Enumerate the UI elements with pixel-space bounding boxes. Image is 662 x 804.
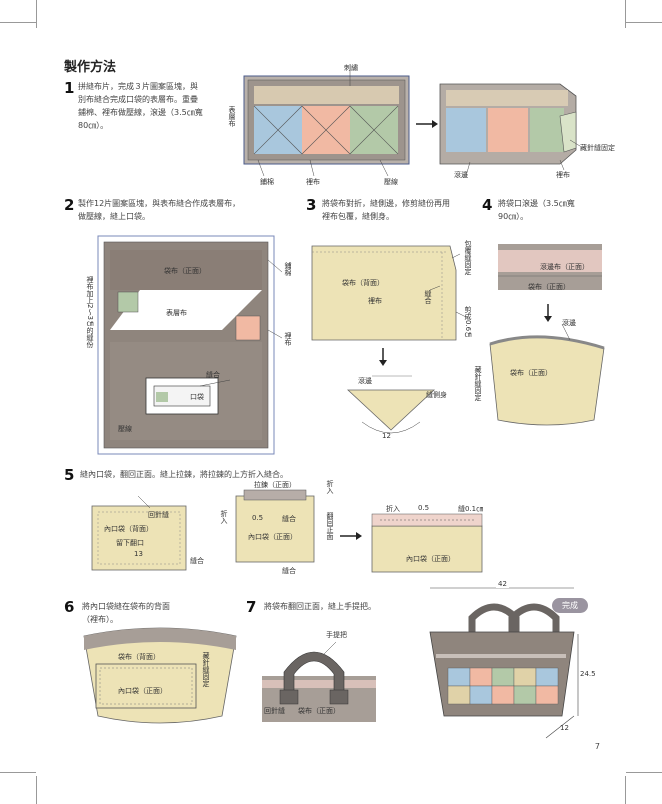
step-6-text: 將內口袋縫在袋布的背面 （裡布）。 [82, 600, 222, 626]
step-1-line-3: 鋪棉、裡布做壓線，滾邊（3.5㎝寬 [78, 108, 203, 117]
step-1-label-outer: 表層布 [228, 106, 236, 127]
step-1-text: 拼縫布片，完成３片圖案區塊，與 別布縫合完成口袋的表層布。重疊 鋪棉、裡布做壓線… [78, 80, 238, 132]
step-3-label-binding: 滾邊 [358, 377, 372, 385]
step-5-label-sew-01: 縫0.1㎝ [458, 505, 484, 513]
step-2-label-outer: 表層布 [166, 309, 187, 317]
step-3-label-wrap: 包覆縫固定 [464, 240, 472, 275]
step-2-label-bag-front: 袋布（正面） [164, 267, 206, 275]
step-2-number: 2 [64, 196, 75, 214]
step-5-label-dim-05: 0.5 [252, 514, 264, 522]
step-4-line-2: 90㎝）。 [498, 212, 529, 221]
step-6-label-blind: 藏針縫固定 [202, 652, 210, 687]
page-number: 7 [594, 742, 600, 751]
step-6-number: 6 [64, 598, 75, 616]
step-3-line-1: 將袋布對折，縫側邊，修剪縫份再用 [322, 199, 450, 208]
step-3-label-gusset: 縫側身 [426, 391, 447, 399]
step-5-label-pocket-back: 內口袋（背面） [104, 525, 153, 533]
step-1-label-quilting: 壓線 [384, 178, 398, 186]
step-3-label-bag-back: 袋布（背面） [342, 279, 384, 287]
step-5-label-back-stitch: 回針縫 [148, 511, 169, 519]
step-2-label-pocket: 口袋 [190, 393, 204, 401]
step-5-label-fold-in-3: 折入 [386, 505, 400, 513]
step-4-number: 4 [482, 196, 493, 214]
step-5-text: 縫內口袋，翻回正面。縫上拉鍊，將拉鍊的上方折入縫合。 [80, 470, 288, 479]
step-5-label-pocket-front-2: 內口袋（正面） [406, 555, 455, 563]
finished-badge: 完成 [552, 598, 588, 613]
step-7-text: 將袋布翻回正面，縫上手提把。 [264, 602, 376, 611]
step-5-label-dim-05b: 0.5 [418, 504, 430, 512]
step-4-label-binding: 滾邊 [562, 319, 576, 327]
step-5-label-zipper: 拉鍊（正面） [254, 481, 296, 489]
step-3-label-lining: 裡布 [368, 297, 382, 305]
step-5-label-stitch-2: 縫合 [282, 515, 296, 523]
step-5-label-fold-in-2: 折入 [326, 480, 334, 494]
step-2-label-stitch: 縫合 [206, 371, 220, 379]
step-3-label-measure: 12 [382, 432, 391, 440]
step-1-line-4: 80㎝）。 [78, 121, 109, 130]
step-1-label-quilt: 刺繡 [344, 64, 358, 72]
step-1-label-lining-2: 裡布 [556, 171, 570, 179]
step-2-label-batting: 鋪棉 [284, 262, 292, 276]
step-3-label-stitch: 縫合 [424, 290, 432, 304]
step-4-label-blind: 藏針縫固定 [474, 366, 482, 401]
step-5-label-size-13: 13 [134, 550, 143, 558]
step-7-number: 7 [246, 598, 257, 616]
step-7-label-handle: 手提把 [326, 631, 347, 639]
finished-depth: 12 [560, 724, 569, 732]
step-4-line-1: 將袋口滾邊（3.5㎝寬 [498, 199, 575, 208]
finished-height: 24.5 [580, 670, 596, 678]
page-title: 製作方法 [64, 60, 117, 75]
step-1-line-2: 別布縫合完成口袋的表層布。重疊 [78, 95, 198, 104]
step-2-label-lining: 裡布 [284, 332, 292, 346]
step-2-line-1: 製作12片圖案區塊，與表布縫合作成表層布， [78, 199, 241, 208]
step-5-label-leave-open: 留下翻口 [116, 539, 144, 547]
step-5-label-fold-in: 折入 [220, 510, 228, 524]
step-4-label-bag-front-2: 袋布（正面） [510, 369, 552, 377]
step-4-label-binding-front: 滾邊布（正面） [540, 263, 589, 271]
step-7-label-bag-front: 袋布（正面） [298, 707, 340, 715]
step-3-text: 將袋布對折，縫側邊，修剪縫份再用 裡布包覆，縫側身。 [322, 197, 472, 223]
step-1-number: 1 [64, 79, 75, 97]
step-6-line-1: 將內口袋縫在袋布的背面 [82, 602, 170, 611]
step-2-label-lining-add: 裡布加上2～3㎝的縫份 [86, 276, 94, 348]
step-5-label-stitch-3: 縫合 [282, 567, 296, 575]
step-2-label-quilting: 壓線 [118, 425, 132, 433]
step-5-label-pocket-front: 內口袋（正面） [248, 533, 297, 541]
step-1-label-blind: 藏針縫固定 [580, 144, 615, 152]
step-2-text: 製作12片圖案區塊，與表布縫合作成表層布， 做壓線，縫上口袋。 [78, 197, 278, 223]
step-4-text: 將袋口滾邊（3.5㎝寬 90㎝）。 [498, 197, 608, 223]
step-1-label-lining: 裡布 [306, 178, 320, 186]
step-5-number: 5 [64, 466, 75, 484]
step-7-label-backstitch: 回針縫 [264, 707, 285, 715]
step-3-label-trim: 剪成0.6㎝ [464, 306, 472, 339]
step-3-line-2: 裡布包覆，縫側身。 [322, 212, 394, 221]
step-6-line-2: （裡布）。 [82, 615, 118, 624]
step-4-label-bag-front: 袋布（正面） [528, 283, 570, 291]
step-1-label-batting: 鋪棉 [260, 178, 274, 186]
step-6-label-bag-back: 袋布（背面） [118, 653, 160, 661]
finished-width: 42 [496, 580, 509, 588]
step-6-label-pocket-front: 內口袋（正面） [118, 687, 167, 695]
step-5-label-stitch: 縫合 [190, 557, 204, 565]
step-2-line-2: 做壓線，縫上口袋。 [78, 212, 150, 221]
step-1-label-binding: 滾邊 [454, 171, 468, 179]
step-1-line-1: 拼縫布片，完成３片圖案區塊，與 [78, 82, 198, 91]
step-5-label-turn-right: 翻回正面 [326, 512, 334, 540]
step-3-number: 3 [306, 196, 317, 214]
